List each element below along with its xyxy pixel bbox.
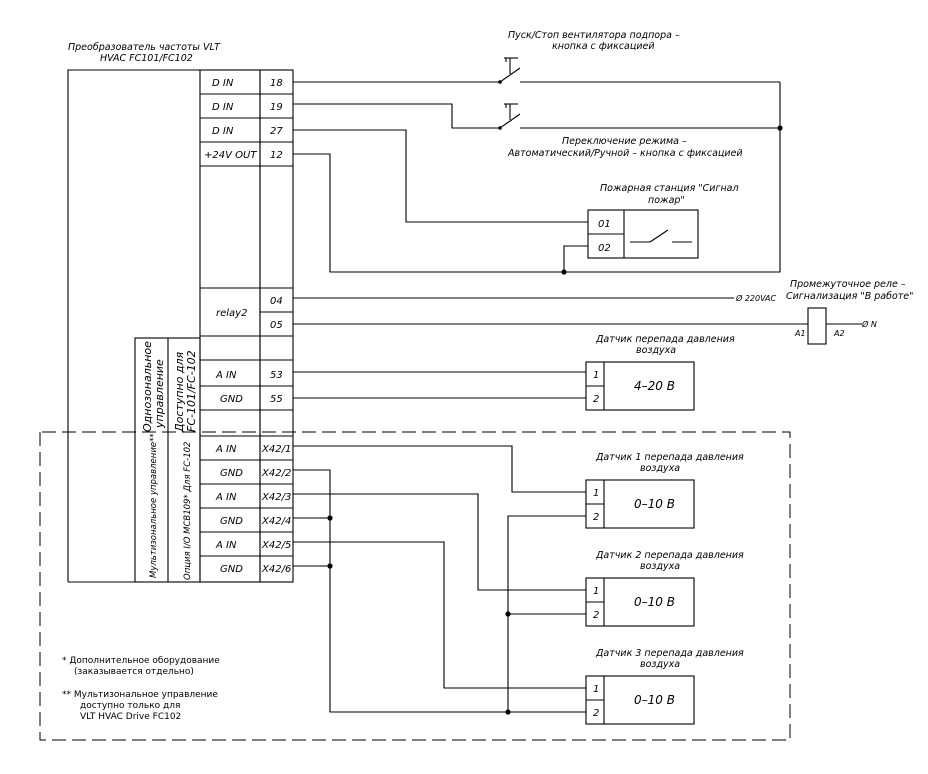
single-control-label: Однозональное xyxy=(141,341,154,432)
sensor-2-label: воздуха xyxy=(640,561,680,572)
mode-switch-label: Переключение режима – xyxy=(562,136,687,147)
terminal-block xyxy=(199,69,294,583)
sensor-3-box xyxy=(585,675,695,725)
terminal-name: D IN xyxy=(212,102,234,113)
start-stop-label: кнопка с фиксацией xyxy=(552,41,655,52)
mode-switch-label: Автоматический/Ручной – кнопка с фиксаци… xyxy=(507,148,743,159)
single-control-label: управление xyxy=(153,359,166,429)
terminal-name: GND xyxy=(220,468,243,479)
terminal-name: GND xyxy=(220,394,243,405)
fire-station-label: Пожарная станция "Сигнал xyxy=(600,183,739,194)
sensor-1-label: Датчик 1 перепада давления xyxy=(595,452,744,463)
availability-label: FC-101/FC-102 xyxy=(185,350,198,432)
neutral-label: Ø N xyxy=(861,319,877,329)
sensor-main-box xyxy=(585,361,695,411)
note-multizone: ** Мультизональное управление xyxy=(62,690,218,700)
terminal-name: D IN xyxy=(212,78,234,89)
sensor-3-t2: 2 xyxy=(593,708,599,719)
drive-title-line1: Преобразователь частоты VLT xyxy=(68,42,221,53)
relay-name: relay2 xyxy=(216,308,247,319)
mode-switch-button-icon[interactable] xyxy=(293,103,780,130)
sensor-1-t2: 2 xyxy=(593,512,599,523)
start-stop-label: Пуск/Стоп вентилятора подпора – xyxy=(508,30,680,41)
terminal-number: X42/2 xyxy=(261,468,291,479)
supply-label: Ø 220VAC xyxy=(735,293,777,303)
sensor-2-label: Датчик 2 перепада давления xyxy=(595,550,744,561)
sensor-2-box xyxy=(585,577,695,627)
sensor-2-range: 0–10 В xyxy=(634,595,675,609)
terminal-name: A IN xyxy=(215,492,237,503)
note-optional-equipment: * Дополнительное оборудование xyxy=(62,656,220,666)
sensor-3-range: 0–10 В xyxy=(634,693,675,707)
terminal-number: X42/5 xyxy=(261,540,291,551)
terminal-number: X42/3 xyxy=(261,492,291,503)
note-multizone: доступно только для xyxy=(80,701,180,711)
terminal-name: A IN xyxy=(215,370,237,381)
fire-station-contact xyxy=(587,209,699,259)
terminal-number: X42/4 xyxy=(261,516,291,527)
relay-coil-icon xyxy=(807,307,827,345)
relay-terminal-05: 05 xyxy=(270,320,283,331)
terminal-number: 55 xyxy=(270,394,283,405)
option-label: Опция I/O MCB109* Для FC-102 xyxy=(183,442,193,580)
sensor-1-t1: 1 xyxy=(593,488,599,499)
common-rail xyxy=(293,82,781,273)
terminal-number: 53 xyxy=(270,370,283,381)
sensor-1-range: 0–10 В xyxy=(634,497,675,511)
sensor-main-label: воздуха xyxy=(636,345,676,356)
fire-station-label: пожар" xyxy=(648,195,685,206)
wire-fire-common xyxy=(563,245,588,272)
sensor-3-t1: 1 xyxy=(593,684,599,695)
terminal-number: 18 xyxy=(270,78,283,89)
multizone-wiring xyxy=(293,445,586,715)
multizone-boundary xyxy=(39,431,791,741)
relay-label: Промежуточное реле – xyxy=(790,279,906,290)
sensor-1-box xyxy=(585,479,695,529)
terminal-name: A IN xyxy=(215,540,237,551)
relay-label: Сигнализация "В работе" xyxy=(786,291,914,302)
wire-27-fire xyxy=(293,129,588,223)
sensor-main-range: 4–20 В xyxy=(634,379,675,393)
terminal-number: X42/6 xyxy=(261,564,291,575)
fire-terminal-01: 01 xyxy=(598,219,611,230)
sensor-3-label: воздуха xyxy=(640,659,680,670)
fire-terminal-02: 02 xyxy=(598,243,611,254)
terminal-name: +24V OUT xyxy=(204,150,257,161)
terminal-number: 19 xyxy=(270,102,283,113)
drive-title-line2: HVAC FC101/FC102 xyxy=(100,53,193,64)
terminal-number: X42/1 xyxy=(261,444,291,455)
note-optional-equipment: (заказывается отдельно) xyxy=(74,667,194,677)
multizone-label: Мультизональное управление** xyxy=(149,433,159,578)
sensor-3-label: Датчик 3 перепада давления xyxy=(595,648,744,659)
terminal-name: GND xyxy=(220,516,243,527)
start-stop-button-icon[interactable] xyxy=(293,57,780,84)
terminal-name: A IN xyxy=(215,444,237,455)
relay-terminal-04: 04 xyxy=(270,296,283,307)
sensor-2-t1: 1 xyxy=(593,586,599,597)
note-multizone: VLT HVAC Drive FC102 xyxy=(80,712,181,722)
sensor-1-label: воздуха xyxy=(640,463,680,474)
terminal-name: GND xyxy=(220,564,243,575)
relay-a1: A1 xyxy=(794,329,806,338)
availability-label: Доступно для xyxy=(173,351,186,433)
sensor-main-t1: 1 xyxy=(593,370,599,381)
terminal-number: 12 xyxy=(270,150,283,161)
terminal-number: 27 xyxy=(270,126,283,137)
sensor-2-t2: 2 xyxy=(593,610,599,621)
sensor-main-label: Датчик перепада давления xyxy=(595,334,735,345)
terminal-name: D IN xyxy=(212,126,234,137)
relay-a2: A2 xyxy=(833,329,845,338)
sensor-main-t2: 2 xyxy=(593,394,599,405)
drive-enclosure xyxy=(67,69,201,583)
